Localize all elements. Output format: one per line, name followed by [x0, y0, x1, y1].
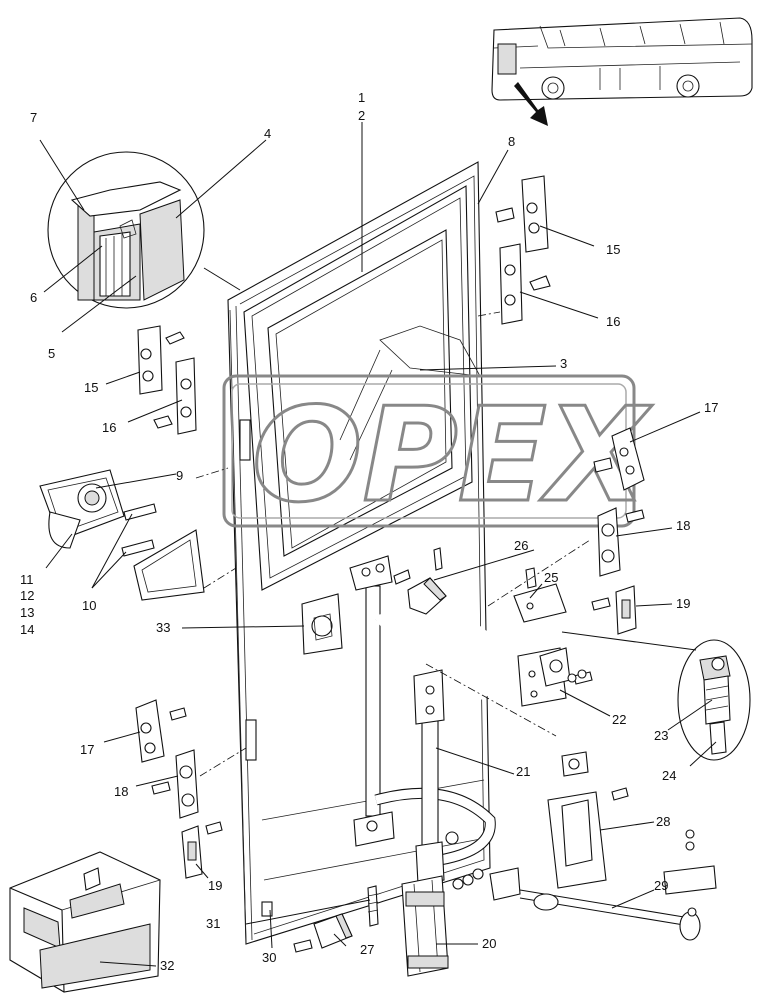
bracket-22: [517, 647, 593, 707]
callout-29: 29: [654, 878, 668, 893]
hinge-bracket-17-left: [135, 699, 187, 763]
actuator-shaft: [413, 669, 445, 885]
door-pivot-column: [349, 555, 506, 866]
hinge-bracket-18-right: [597, 507, 645, 577]
callout-25: 25: [544, 570, 558, 585]
latch-19-right: [591, 585, 637, 635]
callout-27: 27: [360, 942, 374, 957]
buffer-block-27: [293, 913, 353, 953]
callout-18-left: 18: [114, 784, 128, 799]
callout-5: 5: [48, 346, 55, 361]
callout-3: 3: [560, 356, 567, 371]
bracket-25: [513, 567, 567, 623]
callout-16-left: 16: [102, 420, 116, 435]
hinge-plate-16-left: [153, 357, 197, 435]
callout-13: 13: [20, 605, 34, 620]
link-rod-29: [489, 829, 717, 941]
callout-32: 32: [160, 958, 174, 973]
callout-7: 7: [30, 110, 37, 125]
leader-lines: [39, 122, 717, 967]
callout-20: 20: [482, 936, 496, 951]
callout-30: 30: [262, 950, 276, 965]
callout-12: 12: [20, 588, 34, 603]
pivot-pin-detail: [677, 639, 751, 761]
washers: [445, 669, 587, 890]
latch-19-left: [181, 821, 223, 879]
hinge-plate-16-right: [499, 243, 551, 325]
bus-thumbnail: [491, 17, 753, 126]
hinge-bracket-17-right: [593, 427, 645, 491]
callout-9: 9: [176, 468, 183, 483]
cover-28: [547, 751, 629, 889]
callout-15-left: 15: [84, 380, 98, 395]
callout-24: 24: [662, 768, 676, 783]
callout-1: 1: [358, 90, 365, 105]
callout-4: 4: [264, 126, 271, 141]
screw-31: [367, 885, 379, 927]
callout-17-left: 17: [80, 742, 94, 757]
callout-19-left: 19: [208, 878, 222, 893]
callout-23: 23: [654, 728, 668, 743]
callout-2: 2: [358, 108, 365, 123]
callout-19-right: 19: [676, 596, 690, 611]
callout-18-right: 18: [676, 518, 690, 533]
hinge-plate-15-left: [137, 325, 185, 395]
callout-26: 26: [514, 538, 528, 553]
callout-17-right: 17: [704, 400, 718, 415]
callout-11: 11: [20, 572, 34, 587]
callout-14: 14: [20, 622, 34, 637]
hinge-bracket-18-left: [151, 749, 199, 819]
cover-plate-33: [301, 593, 343, 655]
callout-31: 31: [206, 916, 220, 931]
callout-15-right: 15: [606, 242, 620, 257]
callouts: 1 2 3 4 5 6 7 8 9 10 11 12 13 14 15 15 1…: [20, 90, 718, 973]
callout-33: 33: [156, 620, 170, 635]
door-lock-assembly: [39, 469, 205, 601]
watermark-text: OPEX: [252, 379, 653, 531]
callout-28: 28: [656, 814, 670, 829]
callout-22: 22: [612, 712, 626, 727]
door-leaf: [227, 161, 491, 945]
callout-21: 21: [516, 764, 530, 779]
entry-step-32: [9, 851, 161, 993]
hinge-plate-15-right: [495, 175, 549, 253]
callout-6: 6: [30, 290, 37, 305]
callout-10: 10: [82, 598, 96, 613]
stop-block-26: [393, 547, 447, 615]
callout-16-right: 16: [606, 314, 620, 329]
seal-profile-detail: [47, 151, 241, 309]
pneumatic-cylinder-20: [401, 875, 449, 977]
callout-8: 8: [508, 134, 515, 149]
